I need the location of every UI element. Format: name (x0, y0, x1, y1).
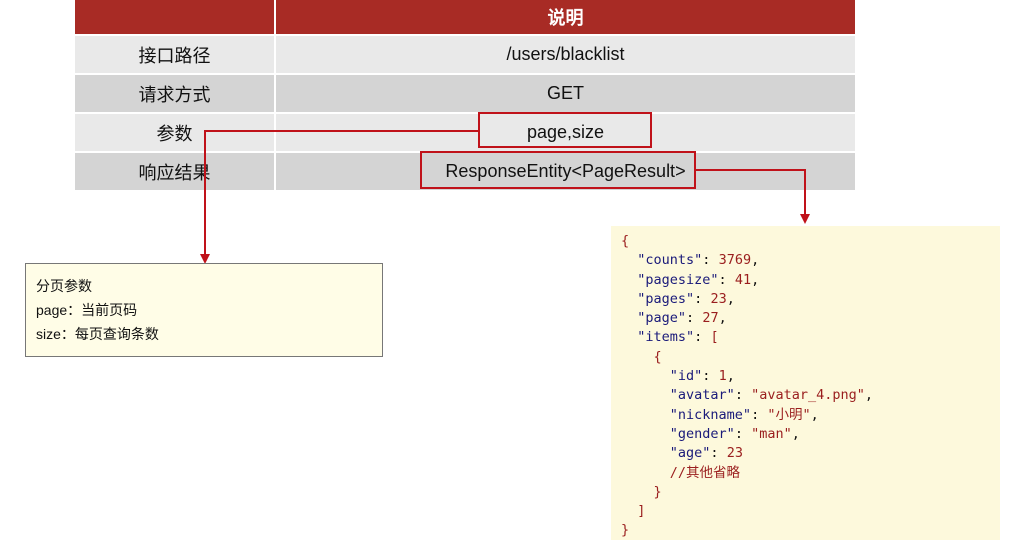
json-key-gender: "gender" (669, 425, 735, 442)
json-val-pages: 23 (710, 290, 727, 307)
table-header-row: 说明 (75, 0, 855, 36)
json-key-items: "items" (637, 329, 695, 346)
json-key-pagesize: "pagesize" (637, 271, 719, 288)
row-value-path: /users/blacklist (275, 35, 855, 75)
json-key-pages: "pages" (637, 290, 695, 307)
row-label-method: 请求方式 (75, 74, 276, 114)
row-value-response: ResponseEntity<PageResult> (275, 152, 855, 192)
json-item-close: } (653, 483, 662, 500)
json-val-pagesize: 41 (734, 271, 752, 288)
row-label-path: 接口路径 (75, 35, 276, 75)
table-row: 响应结果 ResponseEntity<PageResult> (75, 152, 855, 192)
json-open-brace: { (621, 233, 630, 249)
note-page-line: page：当前页码 (36, 302, 138, 318)
json-val-id: 1 (718, 368, 727, 385)
json-item-open: { (653, 348, 662, 365)
pagination-note-box: 分页参数 page：当前页码 size：每页查询条数 (25, 263, 383, 357)
json-key-id: "id" (669, 368, 703, 385)
json-val-avatar: "avatar_4.png" (751, 387, 865, 404)
json-val-age: 23 (726, 445, 743, 462)
table-row: 接口路径 /users/blacklist (75, 35, 855, 75)
json-items-close: ] (637, 503, 646, 520)
row-label-params: 参数 (75, 113, 276, 153)
row-value-method: GET (275, 74, 855, 114)
table-header-blank (75, 0, 276, 36)
json-val-nickname: "小明" (767, 406, 811, 423)
json-key-counts: "counts" (637, 252, 703, 269)
json-val-page: 27 (702, 310, 719, 327)
response-arrow-head (800, 214, 810, 224)
json-comment: //其他省略 (669, 464, 741, 481)
json-close-brace: } (621, 522, 630, 539)
row-value-params: page,size (275, 113, 855, 153)
table-row: 请求方式 GET (75, 74, 855, 114)
json-key-page: "page" (637, 310, 687, 327)
note-title: 分页参数 (36, 278, 92, 294)
note-size-line: size：每页查询条数 (36, 326, 159, 342)
json-key-age: "age" (669, 445, 711, 462)
json-val-gender: "man" (751, 425, 792, 442)
json-items-open: [ (710, 329, 719, 346)
json-key-nickname: "nickname" (669, 406, 752, 423)
table-header-description: 说明 (275, 0, 855, 36)
table-row: 参数 page,size (75, 113, 855, 153)
json-val-counts: 3769 (718, 252, 752, 269)
row-label-response: 响应结果 (75, 152, 276, 192)
json-response-example: { "counts": 3769, "pagesize": 41, "pages… (611, 226, 1000, 540)
api-spec-table: 说明 接口路径 /users/blacklist 请求方式 GET 参数 pag… (75, 0, 855, 192)
json-key-avatar: "avatar" (669, 387, 735, 404)
